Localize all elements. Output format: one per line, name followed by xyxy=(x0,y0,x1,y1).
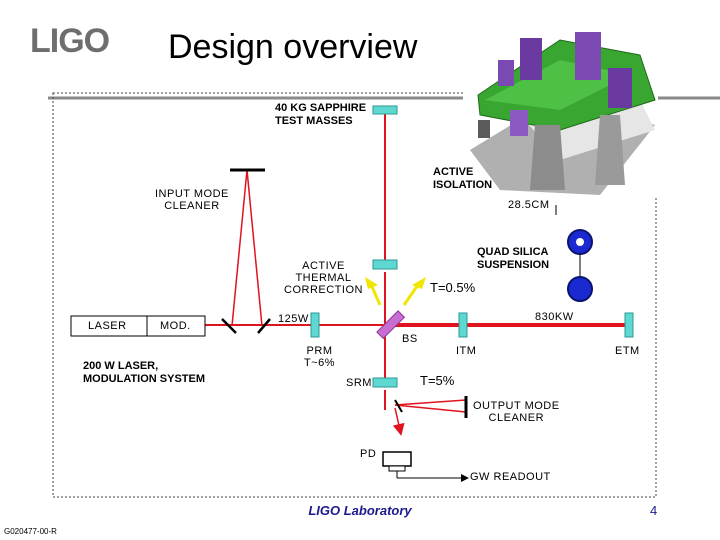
beam-to-pd xyxy=(392,407,405,436)
footer-text: LIGO Laboratory xyxy=(308,503,412,518)
page-number: 4 xyxy=(650,503,658,518)
end-test-mass xyxy=(624,312,634,338)
label-bs: BS xyxy=(402,333,418,345)
slide-title: Design overview xyxy=(168,28,418,66)
label-srm-transmission: T=5% xyxy=(420,373,455,388)
label-itm-transmission: T=0.5% xyxy=(430,280,476,295)
power-recycling-mirror xyxy=(310,312,320,338)
imc-beam-1 xyxy=(231,169,248,327)
imc-mirror-left xyxy=(221,318,237,334)
label-laser: LASER xyxy=(88,320,127,332)
signal-recycling-mirror xyxy=(372,377,398,388)
input-test-mass xyxy=(458,312,468,338)
beam-splitter xyxy=(376,310,406,340)
end-test-mass-top xyxy=(372,105,398,115)
label-power-arm: 830KW xyxy=(535,311,574,323)
label-power-in: 125W xyxy=(278,313,309,325)
photodiode xyxy=(382,451,412,467)
omc-mirror-left xyxy=(394,399,403,413)
isolation-platform-photo xyxy=(463,22,658,197)
label-laser-system: 200 W LASER,MODULATION SYSTEM xyxy=(83,360,206,385)
mod-box xyxy=(146,315,206,337)
photodiode-base xyxy=(388,465,406,472)
label-itm: ITM xyxy=(456,345,477,357)
ligo-logo: LIGO xyxy=(30,22,110,60)
beam-omc-2 xyxy=(394,404,467,413)
label-gw-readout: GW READOUT xyxy=(470,471,551,483)
label-etm: ETM xyxy=(615,345,640,357)
suspension-mass-lower xyxy=(567,276,593,302)
label-srm: SRM xyxy=(346,377,372,389)
input-test-mass-vertical xyxy=(372,259,398,270)
diagram-frame xyxy=(52,92,657,498)
label-pd: PD xyxy=(360,448,377,460)
label-mod: MOD. xyxy=(160,320,191,332)
document-id: G020477-00-R xyxy=(4,527,57,536)
label-distance: 28.5CM xyxy=(508,199,550,211)
beam-omc-1 xyxy=(394,399,467,406)
imc-mirror-right xyxy=(257,318,271,334)
imc-beam-2 xyxy=(246,169,263,327)
